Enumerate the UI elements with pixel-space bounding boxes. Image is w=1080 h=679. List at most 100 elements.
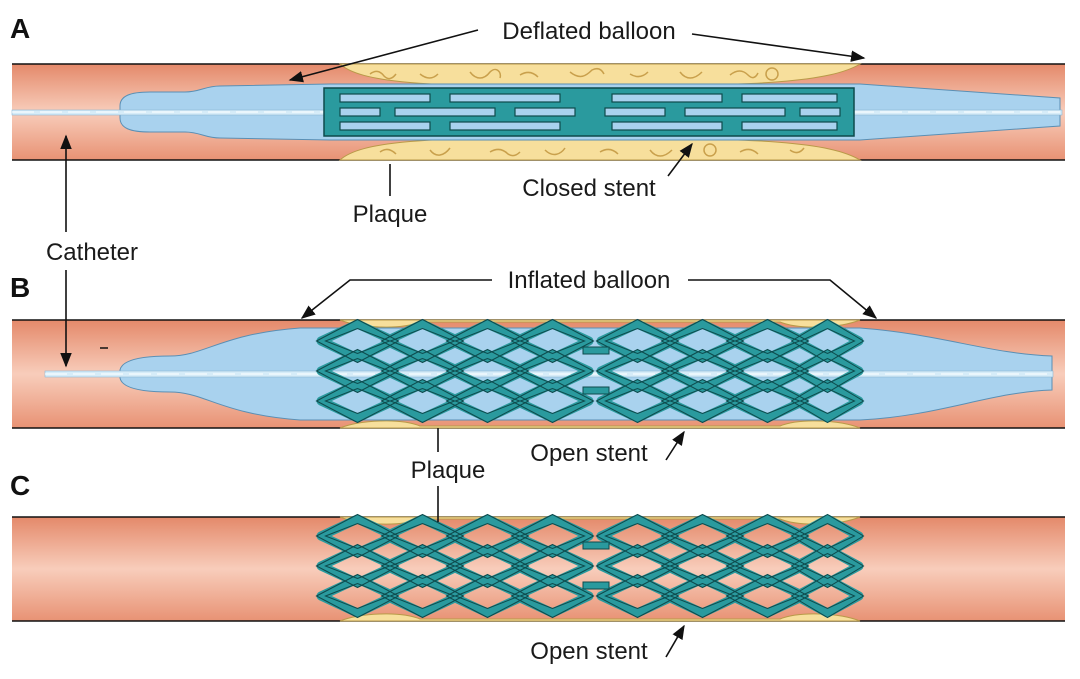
stent-strut-outline xyxy=(799,327,856,355)
stent-strut-outline xyxy=(380,378,465,424)
stent-strut-outline xyxy=(510,543,595,589)
stent-strut-outline xyxy=(519,582,586,610)
stent-strut-outline xyxy=(790,573,865,619)
open-stent-c-label: Open stent xyxy=(530,638,648,665)
stent-strut-outline xyxy=(519,522,586,550)
stent-strut-outline xyxy=(799,522,856,550)
stent-strut-outline xyxy=(725,513,810,559)
stent-strut-outline xyxy=(445,318,530,364)
stent-strut-outline xyxy=(510,573,595,619)
stent-strut-outline xyxy=(519,327,586,355)
open-stent-b-label: Open stent xyxy=(530,440,648,467)
panel-label-c: C xyxy=(10,470,30,501)
stent-strut-outline xyxy=(380,543,465,589)
stent-strut-outline xyxy=(380,513,465,559)
stent-strut-outline xyxy=(519,387,586,415)
plaque-a-callout: Plaque xyxy=(353,164,428,228)
stent-strut xyxy=(511,544,594,588)
open-stent-b-callout: Open stent xyxy=(530,430,685,467)
stent-mesh-b xyxy=(315,318,865,424)
stent-strut-outline xyxy=(595,513,680,559)
stent-strut-outline xyxy=(595,543,680,589)
stent-strut-outline xyxy=(510,378,595,424)
stent-strut-outline xyxy=(799,387,856,415)
closed-stent xyxy=(323,87,855,137)
stent-strut-outline xyxy=(725,573,810,619)
catheter-callout: Catheter xyxy=(46,134,138,368)
catheter-label: Catheter xyxy=(46,239,138,266)
closed-stent-label: Closed stent xyxy=(522,175,656,202)
stent-strut xyxy=(511,574,594,618)
stent-mesh-c xyxy=(315,513,865,619)
plaque-a xyxy=(338,63,862,161)
stent-strut-outline xyxy=(660,543,745,589)
stent-strut-outline xyxy=(445,513,530,559)
plaque-b-callout: Plaque xyxy=(411,428,486,522)
stent-strut-outline xyxy=(595,318,680,364)
plaque-a-label: Plaque xyxy=(353,201,428,228)
stent-strut xyxy=(791,574,864,618)
stent-strut xyxy=(791,349,864,393)
panel-label-b: B xyxy=(10,272,30,303)
stent-strut-outline xyxy=(799,357,856,385)
stent-strut-outline xyxy=(660,378,745,424)
stent-strut-outline xyxy=(510,348,595,394)
stent-strut xyxy=(511,379,594,423)
stent-connector xyxy=(582,386,610,395)
stent-strut-outline xyxy=(660,318,745,364)
plaque-b-label: Plaque xyxy=(411,457,486,484)
stent-strut-outline xyxy=(445,378,530,424)
open-stent-c xyxy=(315,513,865,619)
stent-strut xyxy=(511,349,594,393)
stent-strut-outline xyxy=(380,573,465,619)
stent-strut-outline xyxy=(790,513,865,559)
panel-b xyxy=(12,318,1065,429)
panel-label-a: A xyxy=(10,13,30,44)
stent-strut-outline xyxy=(315,573,400,619)
stent-strut xyxy=(791,514,864,558)
stent-strut-outline xyxy=(315,348,400,394)
stent-strut xyxy=(791,544,864,588)
stent-connector xyxy=(582,346,610,355)
stent-strut-outline xyxy=(725,318,810,364)
stent-strut-outline xyxy=(660,513,745,559)
stent-strut-outline xyxy=(725,543,810,589)
stent-strut-outline xyxy=(380,348,465,394)
stent-strut xyxy=(791,379,864,423)
stent-strut-outline xyxy=(519,552,586,580)
stent-strut-outline xyxy=(315,378,400,424)
stent-strut xyxy=(791,319,864,363)
stent-strut-outline xyxy=(790,348,865,394)
closed-stent-callout: Closed stent xyxy=(522,142,693,202)
stent-strut-outline xyxy=(315,513,400,559)
inflated-balloon-callout: Inflated balloon xyxy=(300,267,878,319)
stent-strut-outline xyxy=(595,348,680,394)
plaque-squiggles xyxy=(369,67,805,157)
stent-connector xyxy=(582,581,610,590)
stent-strut-outline xyxy=(315,543,400,589)
deflated-balloon-label: Deflated balloon xyxy=(502,18,675,45)
panel-a xyxy=(11,63,1065,161)
stent-connector xyxy=(582,541,610,550)
deflated-balloon-callout: Deflated balloon xyxy=(288,18,866,83)
open-stent-c-callout: Open stent xyxy=(530,624,685,665)
panel-c xyxy=(12,513,1065,622)
stent-strut-outline xyxy=(799,582,856,610)
inflated-balloon-label: Inflated balloon xyxy=(508,267,671,294)
stent-strut-outline xyxy=(790,543,865,589)
stent-strut-outline xyxy=(445,573,530,619)
stent-strut-outline xyxy=(725,378,810,424)
stent-strut-outline xyxy=(790,318,865,364)
stent-strut-outline xyxy=(510,513,595,559)
stent-strut-outline xyxy=(595,573,680,619)
stent-strut-outline xyxy=(790,378,865,424)
stent-strut xyxy=(511,514,594,558)
stent-strut-outline xyxy=(445,348,530,394)
stent-strut-outline xyxy=(510,318,595,364)
stent-strut xyxy=(511,319,594,363)
stent-strut-outline xyxy=(660,573,745,619)
stent-strut-outline xyxy=(595,378,680,424)
catheter-b xyxy=(44,370,1054,378)
stent-strut-outline xyxy=(445,543,530,589)
